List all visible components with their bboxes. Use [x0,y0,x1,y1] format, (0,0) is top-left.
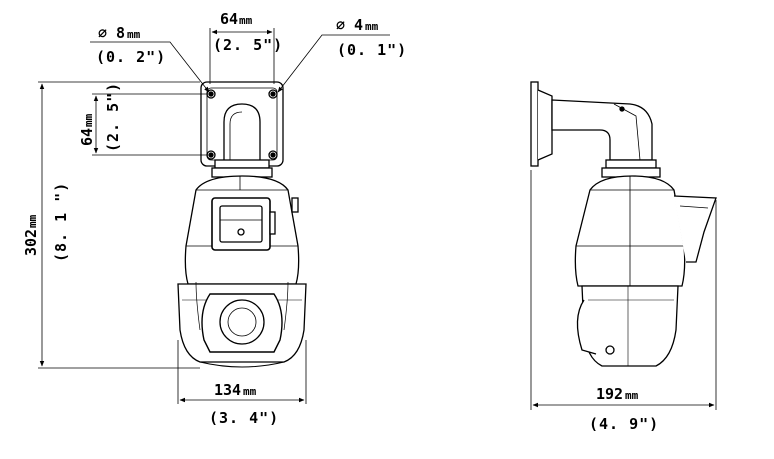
side-housing [574,175,717,287]
body-width-imperial: (3. 4") [209,409,279,427]
side-arm [551,99,661,178]
mount-width-unit: mm [239,14,253,27]
mount-height-imperial: (2. 5") [104,82,122,152]
total-height-imperial: (8. 1 ") [52,182,70,262]
total-depth-unit: mm [625,389,639,402]
total-height-value: 302 [22,229,40,256]
side-dimensions [530,170,717,410]
hole-large-symbol: ⌀ [98,24,107,42]
mount-width-value: 64 [220,10,238,28]
hole-small-imperial: (0. 1") [337,41,407,59]
front-labels: ⌀ 8 mm (0. 2") 64 mm (2. 5") ⌀ 4 mm (0. … [22,10,407,427]
hole-small-symbol: ⌀ [336,16,345,34]
side-labels: 192 mm (4. 9") [589,385,659,433]
hole-small-value: 4 [354,16,363,34]
total-height-unit: mm [26,214,39,228]
hole-large-leader [90,41,210,93]
hole-large-imperial: (0. 2") [96,48,166,66]
mount-height-value: 64 [78,128,96,146]
hole-small-unit: mm [365,20,379,33]
body-width-unit: mm [243,385,257,398]
side-view-camera [530,81,717,367]
mount-height-unit: mm [82,113,95,127]
body-width-value: 134 [214,381,241,399]
front-dome [177,281,307,368]
hole-small-leader [277,34,390,93]
hole-large-unit: mm [127,28,141,41]
front-housing [184,175,300,285]
hole-large-value: 8 [116,24,125,42]
front-view-camera [177,81,307,368]
total-depth-imperial: (4. 9") [589,415,659,433]
front-dimensions [38,28,390,404]
side-mount-plate [530,81,553,167]
front-arm [211,103,273,178]
mount-width-imperial: (2. 5") [213,36,283,54]
side-dome [576,285,679,367]
total-depth-value: 192 [596,385,623,403]
